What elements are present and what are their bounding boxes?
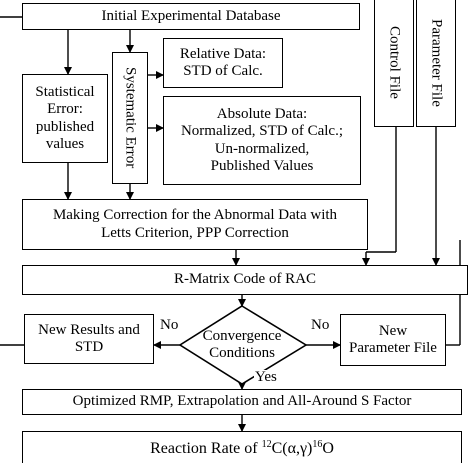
parameter-file-label: Parameter File bbox=[428, 18, 445, 107]
correction-box: Making Correction for the Abnormal Data … bbox=[22, 199, 368, 250]
statistical-error-line-1: Statistical bbox=[35, 84, 95, 100]
relative-data-line-1: Relative Data: bbox=[179, 45, 267, 62]
correction-line-2: Letts Criterion, PPP Correction bbox=[101, 224, 289, 241]
convergence-label: Convergence Conditions bbox=[182, 322, 302, 368]
initial-database-label: Initial Experimental Database bbox=[101, 7, 281, 24]
absolute-data-box: Absolute Data: Normalized, STD of Calc.;… bbox=[163, 96, 361, 185]
relative-data-box: Relative Data: STD of Calc. bbox=[163, 38, 283, 88]
new-results-line-2: STD bbox=[74, 339, 104, 355]
parameter-file-box: Parameter File bbox=[416, 0, 456, 127]
control-file-label: Control File bbox=[386, 26, 403, 99]
control-file-box: Control File bbox=[374, 0, 414, 127]
reaction-rate-product: O bbox=[322, 440, 334, 458]
absolute-data-line-4: Published Values bbox=[210, 157, 314, 174]
reaction-rate-mass-out: 16 bbox=[312, 439, 323, 451]
reaction-rate-reaction: C(α,γ) bbox=[271, 440, 313, 458]
new-parameter-file-line-2: Parameter File bbox=[349, 340, 437, 356]
edge-label-yes: Yes bbox=[254, 369, 278, 385]
reaction-rate-prefix: Reaction Rate of bbox=[150, 440, 262, 458]
relative-data-line-2: STD of Calc. bbox=[183, 63, 263, 79]
systematic-error-box: Systematic Error bbox=[112, 52, 148, 184]
edge-label-no-left: No bbox=[159, 317, 180, 333]
new-results-line-1: New Results and bbox=[38, 321, 140, 338]
new-parameter-file-line-1: New bbox=[378, 322, 408, 339]
new-parameter-file-box: New Parameter File bbox=[340, 314, 446, 366]
systematic-error-label: Systematic Error bbox=[122, 67, 139, 169]
optimized-label: Optimized RMP, Extrapolation and All-Aro… bbox=[72, 393, 412, 410]
reaction-rate-mass-in: 12 bbox=[261, 439, 272, 451]
statistical-error-line-4: values bbox=[45, 135, 85, 152]
correction-line-1: Making Correction for the Abnormal Data … bbox=[52, 207, 338, 224]
new-results-box: New Results and STD bbox=[24, 314, 154, 364]
reaction-rate-label: Reaction Rate of 12C(α,γ)16O bbox=[150, 439, 334, 458]
convergence-decision-diamond bbox=[178, 305, 308, 385]
r-matrix-label: R-Matrix Code of RAC bbox=[173, 271, 317, 288]
absolute-data-line-3: Un-normalized, bbox=[214, 140, 310, 157]
absolute-data-line-2: Normalized, STD of Calc.; bbox=[180, 123, 344, 140]
statistical-error-box: Statistical Error: published values bbox=[22, 74, 108, 163]
edge-label-no-right: No bbox=[310, 317, 331, 333]
statistical-error-line-2: Error: bbox=[47, 101, 83, 118]
absolute-data-line-1: Absolute Data: bbox=[216, 106, 308, 122]
convergence-line-1: Convergence bbox=[202, 327, 282, 344]
reaction-rate-box: Reaction Rate of 12C(α,γ)16O bbox=[22, 431, 462, 463]
statistical-error-line-3: published bbox=[35, 118, 95, 135]
initial-database-box: Initial Experimental Database bbox=[22, 3, 360, 30]
r-matrix-box: R-Matrix Code of RAC bbox=[22, 265, 468, 295]
optimized-box: Optimized RMP, Extrapolation and All-Aro… bbox=[22, 389, 462, 415]
convergence-line-2: Conditions bbox=[209, 345, 275, 361]
